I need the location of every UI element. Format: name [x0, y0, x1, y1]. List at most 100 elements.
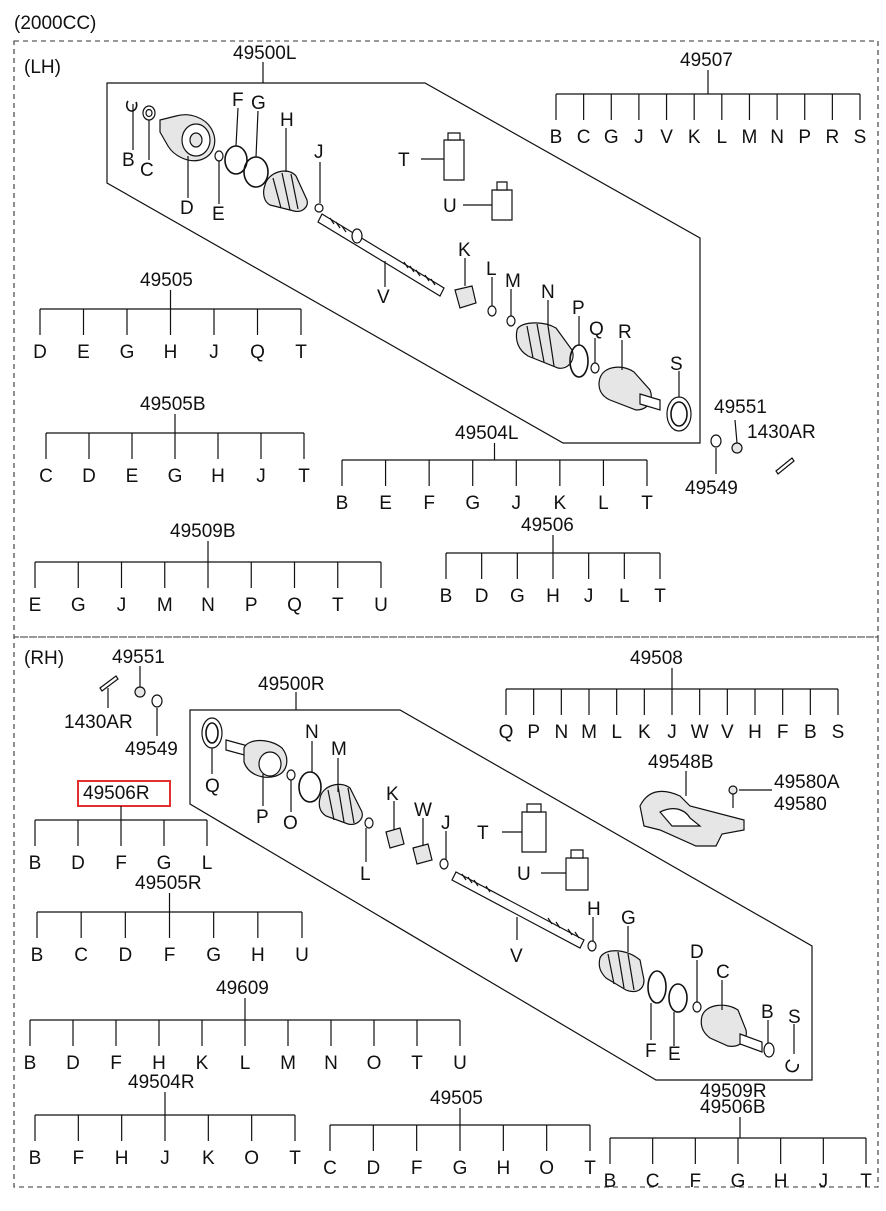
kit-number: 49506: [521, 515, 574, 536]
kit-item-g: G: [206, 945, 221, 966]
kit-item-l: L: [598, 493, 609, 514]
kit-item-e: E: [126, 466, 139, 487]
kit-item-b: B: [550, 127, 563, 148]
rh-callout-g: G: [621, 908, 636, 929]
kit-item-j: J: [256, 466, 266, 487]
rh-assembly-number: 49500R: [258, 674, 325, 695]
kit-item-j: J: [584, 586, 594, 607]
kit-item-b: B: [440, 586, 453, 607]
kit-item-k: K: [688, 127, 701, 148]
rh-callout-f: F: [645, 1041, 657, 1062]
kit-item-t: T: [411, 1053, 423, 1074]
kit-number: 49509B: [170, 521, 236, 542]
rh-section-label: (RH): [24, 648, 64, 669]
kit-item-k: K: [638, 722, 651, 743]
kit-item-h: H: [164, 342, 178, 363]
kit-item-b: B: [29, 1148, 42, 1169]
kit-number: 49507: [680, 50, 733, 71]
kit-number: 49505: [140, 270, 193, 291]
kit-item-h: H: [251, 945, 265, 966]
kit-item-n: N: [554, 722, 568, 743]
lh-callout-p: P: [572, 298, 585, 319]
lh-circlip-b: [125, 100, 138, 112]
highlight-box: [77, 780, 171, 807]
rh-bolt-49580: [728, 785, 738, 795]
rh-clip-j: [439, 858, 449, 870]
kit-number: 49505: [430, 1088, 483, 1109]
lh-grease-u: [491, 189, 513, 221]
lh-callout-f: F: [232, 90, 244, 111]
kit-item-c: C: [39, 466, 53, 487]
kit-item-n: N: [770, 127, 784, 148]
rh-callout-t: T: [477, 823, 489, 844]
kit-item-g: G: [71, 595, 86, 616]
kit-item-d: D: [82, 466, 96, 487]
lh-callout-g: G: [251, 93, 266, 114]
rh-callout-c: C: [716, 962, 730, 983]
lh-callout-m: M: [505, 271, 521, 292]
rh-callout-u: U: [517, 864, 531, 885]
kit-item-t: T: [295, 342, 307, 363]
kit-item-b: B: [31, 945, 44, 966]
rh-bolt-number-a: 49580A: [774, 772, 840, 793]
kit-item-g: G: [120, 342, 135, 363]
kit-item-l: L: [202, 853, 213, 874]
kit-item-h: H: [211, 466, 225, 487]
lh-callout-c: C: [140, 160, 154, 181]
lh-callout-q: Q: [589, 319, 604, 340]
rh-bearing-b: [763, 1042, 775, 1058]
rh-driveshaft-assembly: 49500R 49551 1430AR 49549: [64, 647, 840, 1081]
rh-bolt-number: 49580: [774, 794, 827, 815]
rh-callout-w: W: [414, 800, 432, 821]
kit-item-t: T: [654, 586, 666, 607]
kit-item-h: H: [546, 586, 560, 607]
lh-callout-k: K: [458, 240, 471, 261]
lh-pin-1430AR: [775, 457, 795, 475]
kit-item-k: K: [554, 493, 567, 514]
kit-item-u: U: [295, 945, 309, 966]
lh-shaft-v: [317, 213, 445, 297]
lh-band-p: [569, 344, 589, 378]
kit-item-d: D: [33, 342, 47, 363]
rh-pin-number: 1430AR: [64, 712, 133, 733]
rh-callout-o: O: [283, 813, 298, 834]
kit-item-h: H: [748, 722, 762, 743]
lh-washer-49549: [710, 434, 722, 448]
kit-item-p: P: [798, 127, 811, 148]
kit-item-d: D: [71, 853, 85, 874]
rh-section-frame: [13, 636, 879, 1188]
kit-item-d: D: [66, 1053, 80, 1074]
kit-number: 49508: [630, 648, 683, 669]
lh-callout-j: J: [314, 142, 324, 163]
kit-item-h: H: [496, 1158, 510, 1179]
kit-item-f: F: [73, 1148, 85, 1169]
kit-item-d: D: [475, 586, 489, 607]
kit-number: 49504R: [128, 1072, 195, 1093]
kit-number: 49505B: [140, 394, 206, 415]
rh-band-f: [647, 970, 667, 1004]
rh-callouts: Q P O N M K L W J T U V H G F E D C B S: [205, 722, 801, 1065]
kit-item-c: C: [577, 127, 591, 148]
engine-header: (2000CC): [14, 13, 96, 34]
kit-item-e: E: [29, 595, 42, 616]
kit-item-f: F: [115, 853, 127, 874]
kit-item-j: J: [160, 1148, 170, 1169]
lh-nut-49551: [731, 442, 743, 454]
kit-item-j: J: [819, 1171, 829, 1192]
lh-washer-number: 49549: [685, 478, 738, 499]
lh-band-g: [243, 156, 269, 188]
kit-item-q: Q: [499, 722, 514, 743]
kit-item-e: E: [379, 493, 392, 514]
kit-item-c: C: [323, 1158, 337, 1179]
lh-driveshaft-assembly: 49500L: [106, 43, 816, 499]
kit-item-f: F: [690, 1171, 702, 1192]
kit-item-m: M: [157, 595, 173, 616]
rh-bracket-49548B: [639, 790, 745, 847]
kit-item-d: D: [366, 1158, 380, 1179]
